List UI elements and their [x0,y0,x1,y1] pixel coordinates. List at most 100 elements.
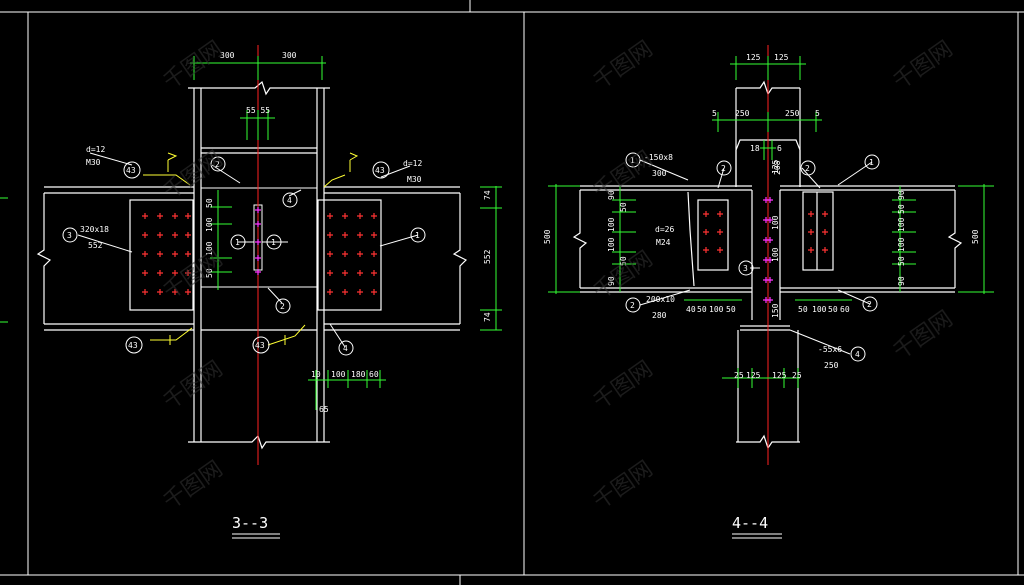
dim-bottom-extra-3-3: 65 [319,405,329,414]
right-beam-4-4 [780,185,963,293]
bolt-marker [172,232,178,238]
bolt-marker [808,229,814,235]
callout-label-3-3-d: 1 [271,238,276,247]
dims-vert-left-4-4 [612,186,916,292]
plate-bot-label-4-4: 200x10 [646,295,675,304]
bolt-marker [357,232,363,238]
dim-vl-1-4-4: 90 [607,190,616,200]
weld-leaders-3-3 [143,152,359,346]
dim-top-left-4-4: 125 [746,53,761,62]
bolt-marker [172,213,178,219]
bolt-label-top-4-4: d=26 [655,225,674,234]
bolt-marker [357,289,363,295]
bolt-marker [185,213,191,219]
bolt-marker [822,229,828,235]
left-bolt-bot-3-3: M30 [86,158,101,167]
right-beam-3-3 [317,186,468,331]
bolt-marker [342,251,348,257]
bolt-marker [255,255,261,261]
dim-row-l1-4-4: 40 [686,305,696,314]
bolt-marker [767,217,773,223]
dim-vr-4-4-4: 100 [897,237,906,252]
bolt-marker [342,289,348,295]
dim-small-208-4-4: 208 [773,160,782,175]
callout-4-4-a: 1 [630,156,635,165]
dim-web-b-4-4: 100 [771,215,780,230]
column-3-3 [188,80,330,450]
bolt-marker [808,247,814,253]
plate-top-sub-4-4: 300 [652,169,667,178]
bolt-marker [157,213,163,219]
bottom-plate-sub-4-4: 250 [824,361,839,370]
callout-4-4-h: 4 [855,350,860,359]
callout-label-3-3-h: 4 [343,344,348,353]
bolt-marker [717,247,723,253]
dim-small-5a-4-4: 5 [712,109,717,118]
bolt-marker [157,232,163,238]
left-beam-4-4 [572,185,752,293]
dim-inner-3-3: 55 55 [246,106,270,115]
callout-label-3-3-e: 4 [287,196,292,205]
dim-row-r4-4-4: 60 [840,305,850,314]
bolt-marker [172,251,178,257]
dim-web-a-4-4: 125 [771,159,780,174]
section-title-4-4: 4--4 [732,514,768,532]
dim-web-1-3-3: 50 [205,198,214,208]
callout-41-3-3-d: 43 [255,341,265,350]
bolt-marker [767,277,773,283]
dim-bot-3-4-4: 125 [772,371,787,380]
dims-web-3-3 [210,190,232,290]
callout-4-4-c: 2 [630,301,635,310]
bolt-marker [342,270,348,276]
bolt-marker [703,229,709,235]
bolt-marker [172,270,178,276]
dim-row-l2-4-4: 50 [697,305,707,314]
bolt-marker [185,251,191,257]
watermark-text: 千图网 [159,147,227,205]
bolt-marker [327,251,333,257]
dim-right-3-3-3: 74 [483,312,492,322]
bolt-marker [142,232,148,238]
bolt-marker [357,213,363,219]
callout-4-4-f: 2 [867,300,872,309]
bolt-marker [371,213,377,219]
dim-row-r3-4-4: 50 [828,305,838,314]
bolt-marker [157,251,163,257]
plate-bot-sub-4-4: 280 [652,311,667,320]
dim-web-c-4-4: 100 [771,247,780,262]
callout-label-3-3-f: 1 [415,231,420,240]
bolt-marker [327,213,333,219]
bolt-marker [767,257,773,263]
dim-bot-1-4-4: 25 [734,371,744,380]
dim-height-left-4-4: 500 [543,229,552,244]
dim-right-2-3-3: 552 [483,249,492,264]
dim-vr-3-4-4: 100 [897,217,906,232]
dim-upper-right-4-4: 250 [785,109,800,118]
bolt-marker [342,232,348,238]
dim-upper-left-4-4: 250 [735,109,750,118]
dim-height-right-4-4: 500 [971,229,980,244]
bolt-group-left-3-3 [142,213,191,295]
bolt-marker [142,289,148,295]
dim-bot-4-4-4: 25 [792,371,802,380]
callout-4-4-e: 1 [869,158,874,167]
left-beam-3-3 [36,186,194,331]
dims-row-4-4 [684,299,852,388]
dim-small-5b-4-4: 5 [815,109,820,118]
callout-label-3-3-c: 1 [235,238,240,247]
callout-label-3-3-b: 2 [215,160,220,169]
dim-bottom-3-3-3: 180 [351,370,366,379]
callout-41-3-3-b: 43 [375,166,385,175]
plate-label-top-3-3: 320x18 [80,225,109,234]
section-4-4: 125 125 250 250 5 5 18 6 208 500 500 [543,45,994,539]
leaders-3-3 [77,152,419,348]
bolt-label-bot-4-4: M24 [656,238,671,247]
dim-bottom-4-3-3: 60 [369,370,379,379]
bolt-marker [185,289,191,295]
bolt-marker [808,211,814,217]
bolt-marker [255,239,261,245]
callout-4-4-b: 2 [721,164,726,173]
dims-right-3-3 [480,186,502,331]
bolt-marker [371,289,377,295]
